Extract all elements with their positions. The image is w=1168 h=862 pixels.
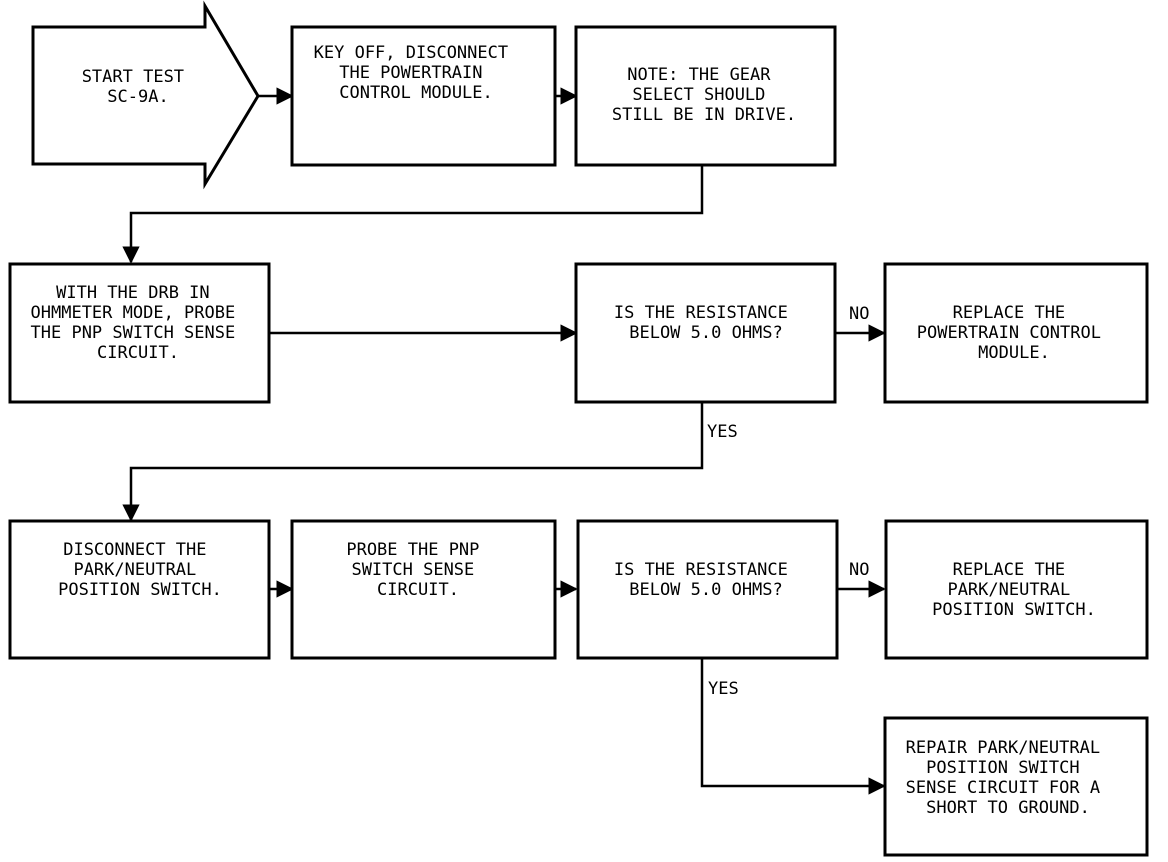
edge-label-yes-1: YES	[707, 422, 738, 442]
start-line-1: START TEST	[82, 67, 184, 87]
step-note-line-3: STILL BE IN DRIVE.	[612, 105, 796, 125]
step-disconnect-line-1: DISCONNECT THE	[63, 540, 206, 560]
decision-1-box	[574, 262, 837, 404]
connectors	[122, 87, 886, 795]
decision-1-line-2: BELOW 5.0 OHMS?	[629, 323, 783, 343]
decision-2: IS THE RESISTANCE BELOW 5.0 OHMS?	[576, 519, 839, 660]
replace-switch-line-2: PARK/NEUTRAL	[947, 580, 1070, 600]
step-key-off: KEY OFF, DISCONNECT THE POWERTRAIN CONTR…	[290, 25, 557, 167]
replace-switch-text: REPLACE THE PARK/NEUTRAL POSITION SWITCH…	[932, 560, 1096, 620]
step-note-line-2: SELECT SHOULD	[632, 85, 765, 105]
step-note-line-1: NOTE: THE GEAR	[627, 65, 771, 85]
repair-line-2: POSITION SWITCH	[926, 758, 1080, 778]
decision-2-box	[576, 519, 839, 660]
connector-note-to-probe-1	[122, 166, 704, 264]
repair-text: REPAIR PARK/NEUTRAL POSITION SWITCH SENS…	[906, 738, 1111, 818]
decision-1: IS THE RESISTANCE BELOW 5.0 OHMS?	[574, 262, 837, 404]
step-note-text: NOTE: THE GEAR SELECT SHOULD STILL BE IN…	[612, 65, 796, 125]
decision-1-line-1: IS THE RESISTANCE	[614, 303, 788, 323]
step-probe-1-line-4: CIRCUIT.	[97, 343, 179, 363]
step-disconnect-text: DISCONNECT THE PARK/NEUTRAL POSITION SWI…	[58, 540, 222, 600]
step-probe-2-box	[290, 519, 557, 660]
repair-box	[883, 716, 1149, 857]
step-probe-1-line-2: OHMMETER MODE, PROBE	[31, 303, 236, 323]
step-probe-2-line-3: CIRCUIT.	[377, 580, 459, 600]
step-disconnect-box	[8, 519, 271, 660]
step-disconnect: DISCONNECT THE PARK/NEUTRAL POSITION SWI…	[8, 519, 271, 660]
step-key-off-line-1: KEY OFF, DISCONNECT	[314, 43, 508, 63]
decision-2-text: IS THE RESISTANCE BELOW 5.0 OHMS?	[614, 560, 798, 600]
step-note-box	[574, 25, 837, 167]
replace-pcm-line-1: REPLACE THE	[953, 303, 1066, 323]
step-probe-2: PROBE THE PNP SWITCH SENSE CIRCUIT.	[290, 519, 557, 660]
repair: REPAIR PARK/NEUTRAL POSITION SWITCH SENS…	[883, 716, 1149, 857]
step-key-off-box	[290, 25, 557, 167]
repair-line-1: REPAIR PARK/NEUTRAL	[906, 738, 1100, 758]
step-probe-1-line-3: THE PNP SWITCH SENSE	[31, 323, 236, 343]
step-probe-2-line-1: PROBE THE PNP	[346, 540, 479, 560]
replace-switch-line-3: POSITION SWITCH.	[932, 600, 1096, 620]
start-node: START TEST SC-9A.	[31, 0, 260, 190]
start-line-2: SC-9A.	[107, 87, 168, 107]
edge-label-yes-2: YES	[708, 679, 739, 699]
replace-switch-box	[884, 519, 1149, 660]
step-probe-2-line-2: SWITCH SENSE	[351, 560, 474, 580]
step-disconnect-line-2: PARK/NEUTRAL	[73, 560, 196, 580]
replace-pcm: REPLACE THE POWERTRAIN CONTROL MODULE.	[883, 262, 1149, 404]
edge-label-no-2: NO	[849, 560, 869, 580]
step-key-off-line-3: CONTROL MODULE.	[339, 83, 493, 103]
replace-pcm-line-3: MODULE.	[978, 343, 1050, 363]
replace-pcm-box	[883, 262, 1149, 404]
step-probe-1-box	[8, 262, 271, 404]
connector-decision-2-yes	[700, 659, 886, 795]
decision-2-line-1: IS THE RESISTANCE	[614, 560, 788, 580]
connector-decision-1-yes	[122, 403, 704, 522]
step-note: NOTE: THE GEAR SELECT SHOULD STILL BE IN…	[574, 25, 837, 167]
step-probe-1-text: WITH THE DRB IN OHMMETER MODE, PROBE THE…	[31, 283, 246, 363]
start-text: START TEST SC-9A.	[82, 67, 195, 107]
edge-label-no-1: NO	[849, 304, 869, 324]
step-probe-1: WITH THE DRB IN OHMMETER MODE, PROBE THE…	[8, 262, 271, 404]
repair-line-3: SENSE CIRCUIT FOR A	[906, 778, 1100, 798]
repair-line-4: SHORT TO GROUND.	[926, 798, 1090, 818]
replace-pcm-line-2: POWERTRAIN CONTROL	[917, 323, 1101, 343]
start-arrow-shape	[31, 0, 260, 190]
decision-2-line-2: BELOW 5.0 OHMS?	[629, 580, 783, 600]
step-key-off-text: KEY OFF, DISCONNECT THE POWERTRAIN CONTR…	[314, 43, 519, 103]
decision-1-text: IS THE RESISTANCE BELOW 5.0 OHMS?	[614, 303, 798, 343]
replace-switch: REPLACE THE PARK/NEUTRAL POSITION SWITCH…	[884, 519, 1149, 660]
step-disconnect-line-3: POSITION SWITCH.	[58, 580, 222, 600]
replace-switch-line-1: REPLACE THE	[953, 560, 1066, 580]
step-probe-2-text: PROBE THE PNP SWITCH SENSE CIRCUIT.	[346, 540, 489, 600]
step-probe-1-line-1: WITH THE DRB IN	[56, 283, 210, 303]
replace-pcm-text: REPLACE THE POWERTRAIN CONTROL MODULE.	[917, 303, 1111, 363]
step-key-off-line-2: THE POWERTRAIN	[339, 63, 482, 83]
